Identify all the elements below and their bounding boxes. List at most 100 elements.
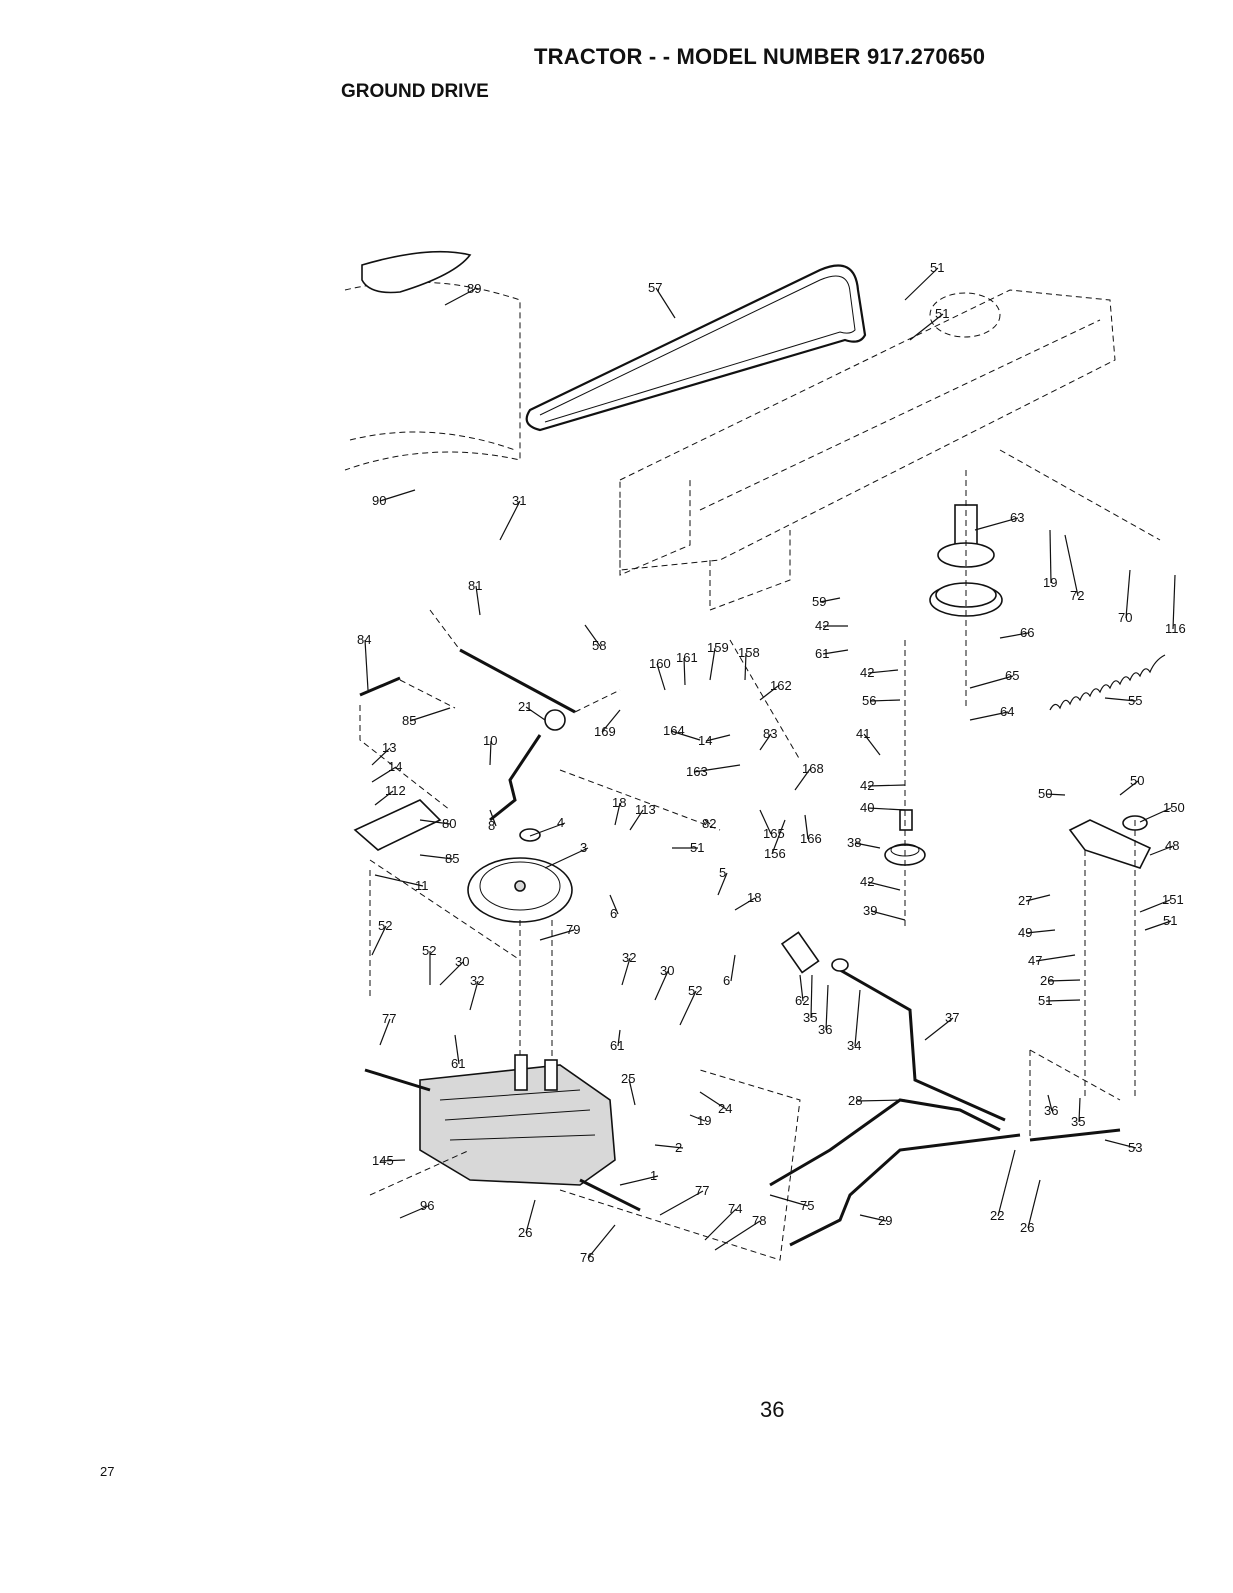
- leader-line-38: [854, 842, 881, 849]
- leader-line-47: [1035, 954, 1076, 962]
- leader-line-70: [1125, 569, 1131, 619]
- leader-line-25: [628, 1078, 636, 1106]
- callout-77: 77: [695, 1183, 709, 1198]
- callout-19: 19: [1043, 575, 1057, 590]
- shift-lever: [489, 709, 566, 822]
- leader-line-5: [717, 872, 728, 896]
- callout-leaders: [364, 267, 1176, 1259]
- callout-27: 27: [1018, 893, 1032, 908]
- callout-14: 14: [698, 733, 712, 748]
- bracket-80: [353, 799, 521, 1000]
- leader-line-61: [454, 1034, 460, 1065]
- leader-line-65: [969, 675, 1014, 689]
- leader-line-80: [419, 819, 451, 825]
- frame-outline: [619, 289, 1161, 611]
- callout-59: 59: [812, 594, 826, 609]
- leader-line-13: [371, 747, 391, 766]
- leader-line-160: [656, 663, 666, 691]
- callout-116: 116: [1165, 621, 1186, 636]
- leader-line-29: [859, 1214, 887, 1222]
- callout-36: 36: [818, 1022, 832, 1037]
- callout-18: 18: [612, 795, 626, 810]
- callout-34: 34: [847, 1038, 861, 1053]
- callout-32: 32: [622, 950, 636, 965]
- callout-61: 61: [610, 1038, 624, 1053]
- assembly-lines: [369, 639, 801, 1261]
- callout-32: 32: [470, 973, 484, 988]
- leader-line-2: [654, 1144, 684, 1149]
- callout-49: 49: [1018, 925, 1032, 940]
- leader-line-164: [670, 730, 701, 741]
- callout-42: 42: [860, 665, 874, 680]
- leader-line-32: [469, 980, 479, 1011]
- callout-27: 27: [100, 1464, 114, 1479]
- idler-arm: [1068, 815, 1152, 1100]
- transaxle-pulley: [467, 828, 573, 1060]
- leader-line-90: [379, 489, 416, 502]
- callout-63: 63: [1010, 510, 1024, 525]
- callout-168: 168: [802, 761, 824, 776]
- leader-line-3: [544, 847, 589, 869]
- leader-line-26: [1027, 1179, 1041, 1229]
- leader-line-50: [1119, 780, 1139, 796]
- callout-26: 26: [1040, 973, 1054, 988]
- callout-65: 65: [1005, 668, 1019, 683]
- callout-61: 61: [815, 646, 829, 661]
- callout-160: 160: [649, 656, 671, 671]
- leader-line-112: [374, 790, 394, 806]
- callout-13: 13: [382, 740, 396, 755]
- callout-39: 39: [863, 903, 877, 918]
- leader-line-34: [854, 989, 861, 1047]
- callout-96: 96: [420, 1198, 434, 1213]
- leader-line-49: [1025, 929, 1056, 934]
- leader-line-52: [679, 990, 697, 1026]
- leader-line-158: [744, 652, 747, 681]
- callout-158: 158: [738, 645, 760, 660]
- leader-line-156: [771, 819, 786, 855]
- leader-line-61: [617, 1029, 621, 1047]
- callout-6: 6: [723, 973, 730, 988]
- leader-line-6: [609, 894, 619, 915]
- leader-line-75: [769, 1194, 809, 1207]
- leader-line-161: [683, 657, 686, 686]
- callout-42: 42: [860, 778, 874, 793]
- engine-pulley: [929, 470, 1003, 710]
- callout-35: 35: [803, 1010, 817, 1025]
- callout-72: 72: [1070, 588, 1084, 603]
- callout-26: 26: [1020, 1220, 1034, 1235]
- leader-line-50: [1045, 793, 1066, 796]
- leader-line-36: [1047, 1094, 1053, 1112]
- leader-line-81: [475, 585, 481, 616]
- leader-line-165: [759, 809, 772, 835]
- callout-36: 36: [1044, 1103, 1058, 1118]
- leader-line-35: [810, 974, 813, 1019]
- callout-22: 22: [990, 1208, 1004, 1223]
- callout-25: 25: [621, 1071, 635, 1086]
- leader-line-51: [1144, 920, 1172, 931]
- callout-10: 10: [483, 733, 497, 748]
- leader-line-1: [619, 1175, 659, 1186]
- callout-42: 42: [815, 618, 829, 633]
- leader-line-11: [374, 874, 424, 887]
- leader-line-24: [699, 1091, 727, 1110]
- leader-line-40: [867, 807, 906, 811]
- callout-8: 8: [488, 818, 495, 833]
- callout-156: 156: [764, 846, 786, 861]
- callout-81: 81: [468, 578, 482, 593]
- leader-line-168: [794, 768, 811, 791]
- leader-line-28: [855, 1099, 906, 1102]
- callout-150: 150: [1163, 800, 1185, 815]
- callout-42: 42: [860, 874, 874, 889]
- leader-line-31: [499, 500, 521, 541]
- leader-line-83: [759, 733, 772, 751]
- spring-55: [1049, 654, 1166, 711]
- page-number: 36: [760, 1397, 785, 1422]
- callout-52: 52: [378, 918, 392, 933]
- leader-line-39: [870, 910, 906, 921]
- callout-112: 112: [385, 783, 406, 798]
- callout-52: 52: [422, 943, 436, 958]
- leader-line-30: [439, 961, 464, 986]
- callout-38: 38: [847, 835, 861, 850]
